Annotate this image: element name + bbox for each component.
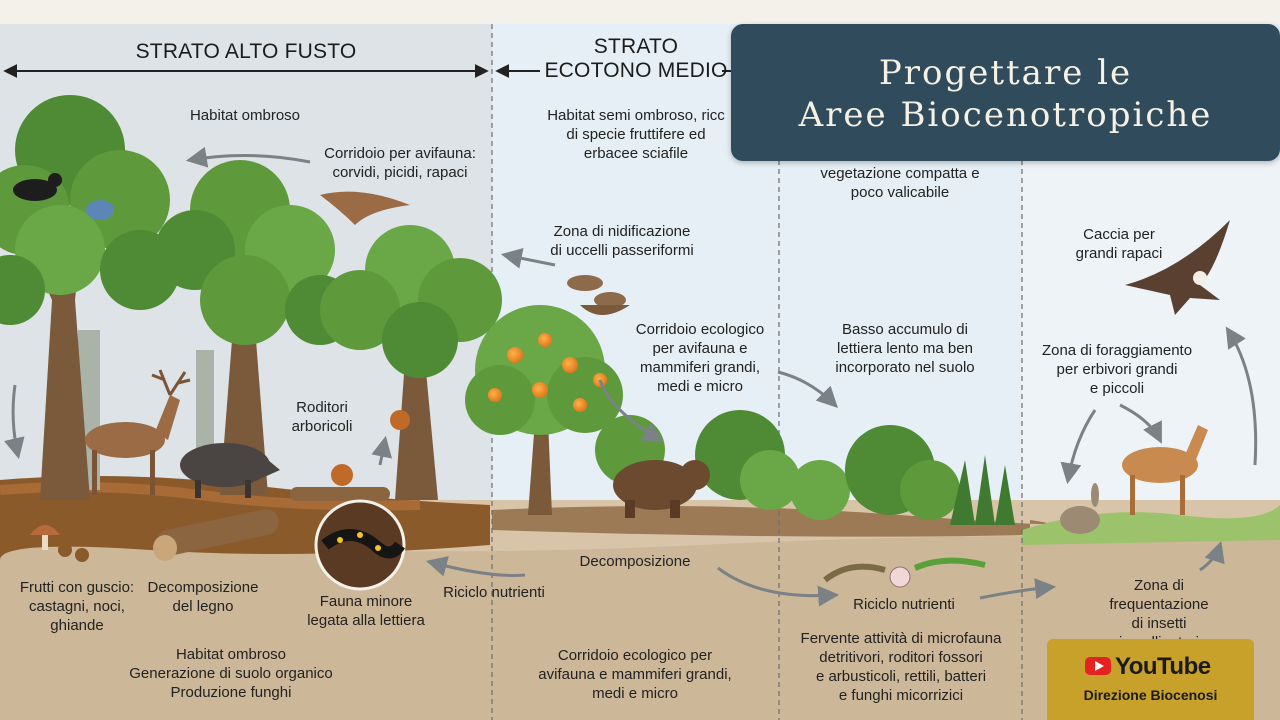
label-roditori-arboricoli: Roditori arboricoli: [291, 399, 353, 435]
label-habitat-ombroso: Habitat ombroso: [189, 107, 301, 124]
youtube-wordmark: YouTube: [1115, 653, 1211, 680]
label-habitat-semi-ombroso: Habitat semi ombroso, ricc di specie fru…: [547, 107, 725, 162]
label-decomposizione: Decomposizione: [579, 553, 691, 570]
label-habitat-bottom: Habitat ombroso Generazione di suolo org…: [129, 646, 333, 701]
label-fauna-minore: Fauna minore legata alla lettiera: [307, 593, 425, 629]
flow-arrows: [4, 146, 1258, 607]
hare: [1060, 483, 1100, 534]
crow: [13, 173, 62, 201]
label-vegetazione-compatta: vegetazione compatta e poco valicabile: [820, 165, 980, 201]
meadow-grass: [1022, 505, 1280, 545]
label-basso-accumulo: Basso accumulo di lettiera lento ma ben …: [835, 321, 975, 376]
blue-jay: [86, 200, 114, 220]
orange-tree: [465, 305, 623, 515]
label-corridoio-ecologico: Corridoio ecologico per avifauna e mammi…: [635, 321, 765, 395]
deer-forest: [85, 369, 191, 495]
youtube-badge[interactable]: YouTube Direzione Biocenosi: [1047, 639, 1254, 720]
label-decomposizione-legno: Decomposizione del legno: [147, 579, 259, 615]
wild-boar: [180, 443, 280, 498]
label-corridoio-avifauna: Corridoio per avifauna: corvidi, picidi,…: [324, 145, 476, 181]
label-riciclo-nutrienti-left: Riciclo nutrienti: [443, 584, 545, 601]
stratum-header-ecotono: STRATO ECOTONO MEDIO: [544, 35, 728, 82]
lizards: [823, 557, 986, 588]
eagle: [1125, 220, 1230, 315]
bear: [613, 460, 710, 518]
label-frutti-guscio: Frutti con guscio: castagni, noci, ghian…: [19, 579, 135, 634]
soil-band: [0, 536, 1280, 720]
label-zona-foraggiamento: Zona di foraggiamento per erbivori grand…: [1041, 342, 1193, 397]
label-corridoio-bottom: Corridoio ecologico per avifauna e mammi…: [538, 647, 732, 702]
shrubs: [595, 410, 1015, 525]
channel-name: Direzione Biocenosi: [1083, 687, 1218, 703]
roe-deer-meadow: [1122, 425, 1208, 515]
stratum-header-alto-fusto: STRATO ALTO FUSTO: [135, 40, 357, 63]
label-riciclo-nutrienti-right: Riciclo nutrienti: [853, 596, 955, 613]
title-card: Progettare le Aree Biocenotropiche: [731, 24, 1280, 161]
label-fervente-attivita: Fervente attività di microfauna detritiv…: [800, 630, 1002, 704]
label-caccia-rapaci: Caccia per grandi rapaci: [1075, 226, 1163, 262]
youtube-play-icon: [1085, 657, 1111, 675]
page-title: Progettare le Aree Biocenotropiche: [798, 53, 1213, 135]
squirrels: [331, 410, 410, 486]
hawk: [320, 191, 410, 225]
label-zona-nidificazione: Zona di nidificazione di uccelli passeri…: [550, 223, 694, 259]
salamander-inset: [314, 499, 406, 591]
songbirds-nest: [567, 275, 630, 315]
logs: [153, 487, 390, 561]
oak-tree-3: [320, 225, 502, 500]
mushrooms: [30, 525, 89, 562]
